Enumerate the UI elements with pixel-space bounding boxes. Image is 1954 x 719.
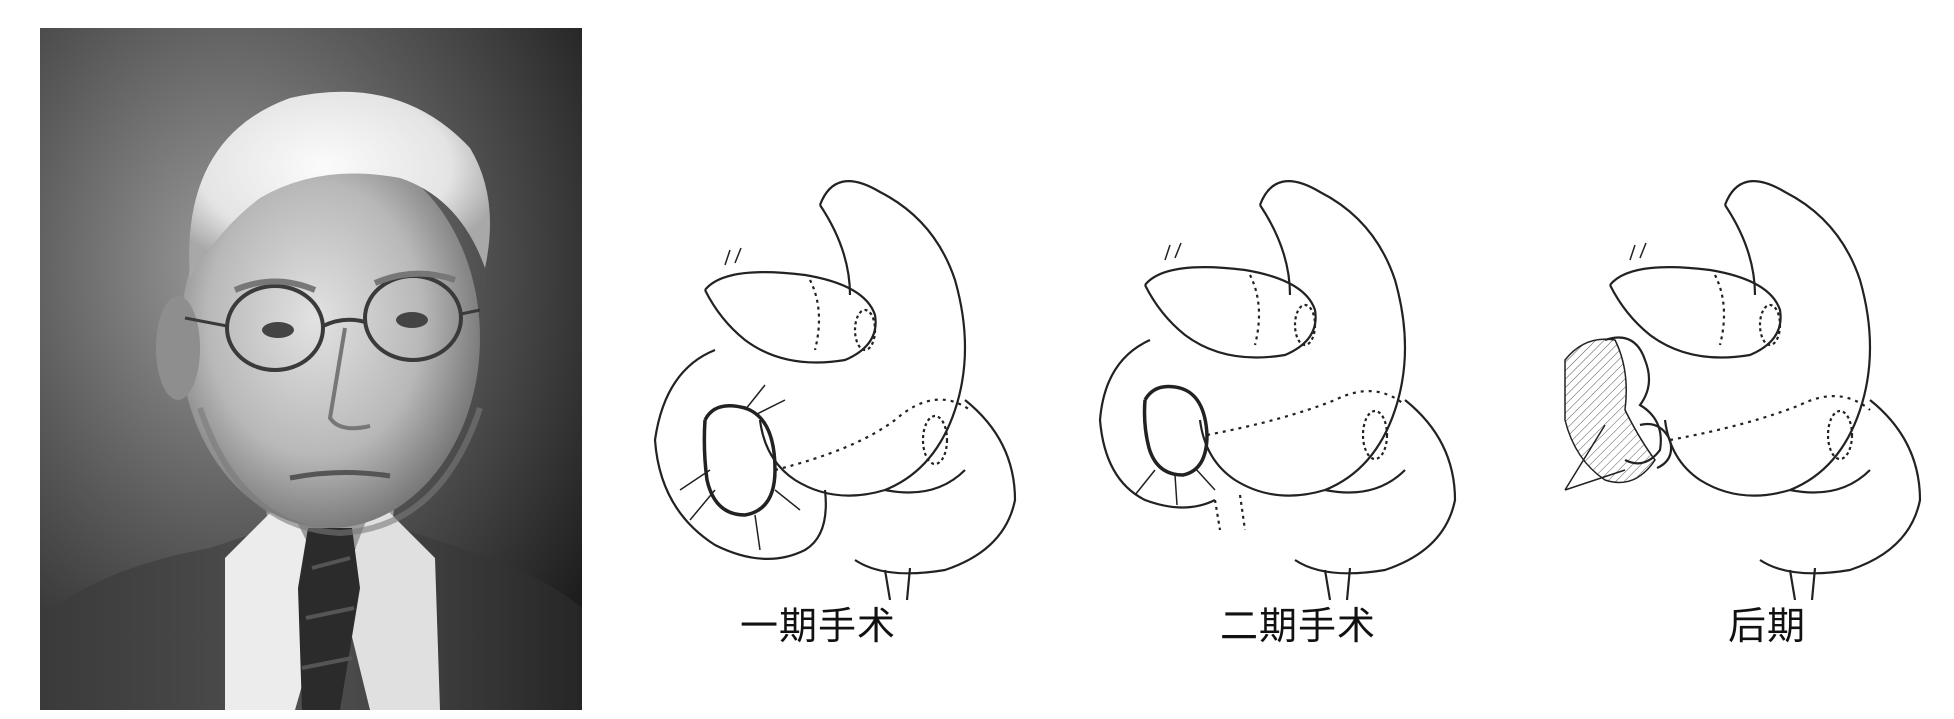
portrait-image bbox=[40, 28, 582, 710]
stomach-diagram-stage-1 bbox=[653, 180, 1017, 601]
stage-3-caption: 后期 bbox=[1728, 604, 1807, 648]
stage-1-caption: 一期手术 bbox=[740, 604, 897, 648]
stomach-diagram-stage-3 bbox=[1564, 180, 1922, 601]
stage-diagram-1 bbox=[635, 170, 1055, 601]
stage-2-caption: 二期手术 bbox=[1220, 604, 1377, 648]
stage-diagram-3 bbox=[1545, 170, 1954, 601]
portrait-photo bbox=[40, 28, 582, 710]
stage-diagram-2 bbox=[1085, 170, 1505, 601]
stomach-diagram-stage-2 bbox=[1098, 180, 1457, 601]
